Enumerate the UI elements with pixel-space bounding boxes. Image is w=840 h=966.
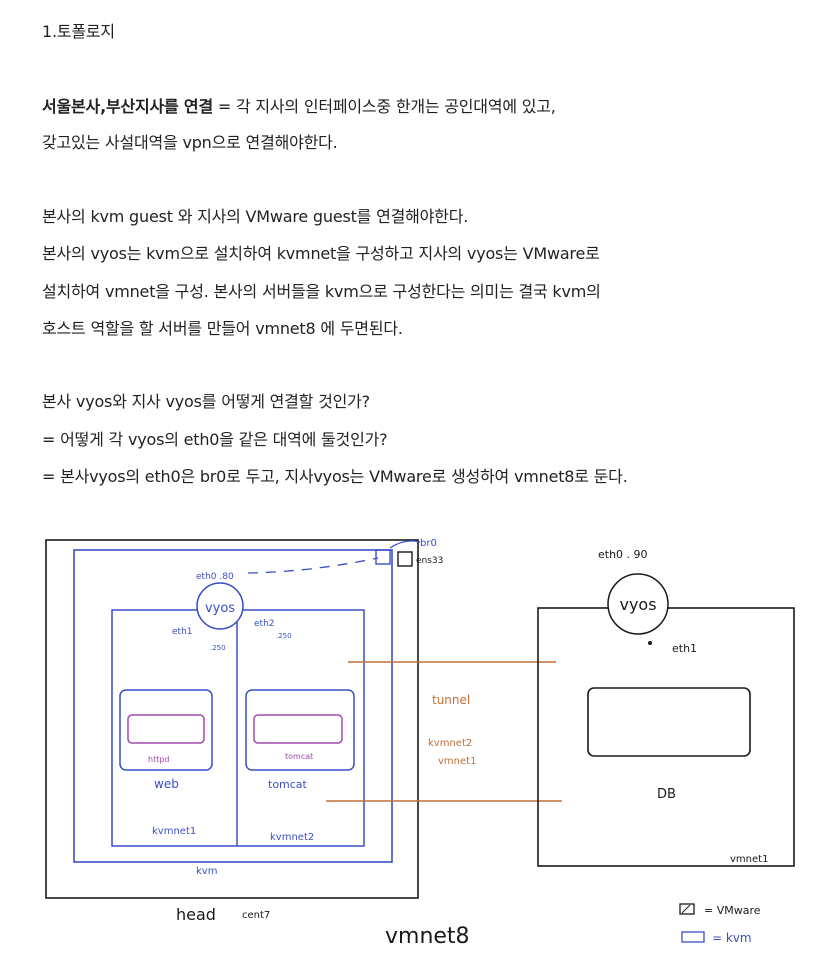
host-box [45,539,419,899]
kvmnet2-box-label: kvmnet2 [270,832,314,843]
tunnel-label: tunnel [432,693,470,707]
cent7-label: cent7 [242,910,270,921]
kvmnet1-label: kvmnet1 [152,826,196,837]
kvm-box [73,549,393,863]
eth2-left-label: eth2 [254,619,275,629]
kvmnet-container [111,609,365,847]
heading: 1.토폴로지 [42,22,115,41]
db-box [587,687,751,757]
intro-line-1: 서울본사,부산지사를 연결 = 각 지사의 인터페이스중 한개는 공인대역에 있… [42,97,556,117]
ens33-icon [397,551,413,567]
para2-line: 설치하여 vmnet을 구성. 본사의 서버들을 kvm으로 구성한다는 의미는… [42,282,601,301]
para3-line: = 본사vyos의 eth0은 br0로 두고, 지사vyos는 VMware로… [42,467,628,486]
kvm-label: kvm [196,866,217,877]
legend-kvm-label: = kvm [712,931,752,945]
vmnet1-label: vmnet1 [730,854,768,865]
branch-box [537,607,795,867]
para3-line: = 어떻게 각 vyos의 eth0을 같은 대역에 둘것인가? [42,430,388,449]
para2-line: 본사의 kvm guest 와 지사의 VMware guest를 연결해야한다… [42,207,469,226]
eth0-right-label: eth0 . 90 [598,548,648,561]
vyos-left-circle [196,582,244,630]
para3-line: 본사 vyos와 지사 vyos를 어떻게 연결할 것인가? [42,392,370,411]
eth1-right-dot [648,641,652,645]
intro-line-2: 갖고있는 사설대역을 vpn으로 연결해야한다. [42,133,338,152]
vyos-right-label: vyos [619,595,656,614]
vyos-right-circle [607,573,669,635]
eth0-left-label: eth0 .80 [196,572,234,582]
web-box [119,689,213,771]
vyos-to-br0-dash [247,557,379,574]
httpd-label: httpd [148,755,170,764]
legend-vmware-icon [679,903,695,915]
para2-line: 호스트 역할을 할 서버를 만들어 vmnet8 에 두면된다. [42,319,403,338]
br0-label: br0 [420,538,437,549]
tomcat-inner-box [253,714,343,744]
eth1-left-ip: .250 [210,644,226,652]
eth1-left-label: eth1 [172,627,193,637]
legend-vmware-hatch [681,904,691,914]
para2-line: 본사의 vyos는 kvm으로 설치하여 kvmnet을 구성하고 지사의 vy… [42,244,600,263]
tomcat-inner-label: tomcat [285,752,313,761]
vyos-left-label: vyos [205,601,235,616]
br0-icon [375,549,391,565]
tomcat-box [245,689,355,771]
legend-vmware-label: = VMware [704,904,761,917]
web-label: web [154,777,179,791]
ens33-label: ens33 [416,556,443,566]
legend-kvm-icon [681,931,705,943]
eth1-right-label: eth1 [672,642,697,655]
httpd-box [127,714,205,744]
intro-bold: 서울본사,부산지사를 연결 [42,97,213,116]
topology-diagram: vyos eth0 .80 eth1 .250 eth2 .250 br0 en… [45,538,795,949]
head-label: head [176,905,216,924]
tomcat-label: tomcat [268,778,308,791]
eth2-left-ip: .250 [276,632,292,640]
kvmnet2-link-label: kvmnet2 [428,738,472,749]
intro-rest: = 각 지사의 인터페이스중 한개는 공인대역에 있고, [212,97,556,116]
vmnet1-link-label: vmnet1 [438,756,476,767]
db-label: DB [657,787,676,802]
vmnet8-label: vmnet8 [385,924,470,949]
br0-pointer [389,540,421,549]
